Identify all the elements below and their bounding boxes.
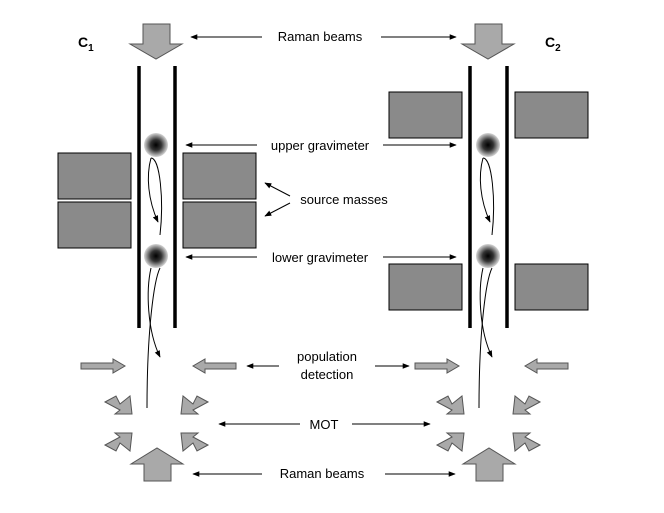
source-mass-c1-left-upper — [57, 152, 132, 200]
atom-cloud-c2-lower — [476, 244, 500, 268]
mot-beam-c1-upper-right — [180, 395, 210, 415]
mot-beam-c1-lower-right — [180, 432, 210, 452]
atom-cloud-c1-lower — [144, 244, 168, 268]
trajectory-c1-lower — [147, 267, 161, 358]
trajectory-c2-upper-loop — [482, 157, 495, 236]
trajectory-c2-lower — [479, 267, 493, 358]
raman-beam-top-left — [128, 23, 184, 60]
raman-beam-bottom-right — [461, 447, 517, 482]
source-mass-c2-right-upper — [514, 91, 589, 139]
mot-beam-c2-lower-right — [512, 432, 542, 452]
mot-beam-c2-upper-right — [512, 395, 542, 415]
mot-beam-c2-lower-left — [435, 432, 465, 452]
source-mass-c2-left-lower — [388, 263, 463, 311]
population-detection-label-line1: population — [297, 349, 357, 364]
trajectory-c1-upper — [147, 157, 159, 223]
source-mass-c1-right-upper — [182, 152, 257, 200]
population-detection-label-line2: detection — [301, 367, 354, 382]
source-mass-c2-left-upper — [388, 91, 463, 139]
config-c2-label: C2 — [545, 34, 561, 54]
mot-beam-c2-upper-left — [435, 395, 465, 415]
trajectory-c1-upper-loop — [150, 157, 163, 236]
upper-gravimeter-label: upper gravimeter — [271, 138, 370, 153]
pointer-source-masses-lower — [264, 202, 291, 217]
raman-beam-top-right — [460, 23, 516, 60]
trajectory-c2-upper — [479, 157, 491, 223]
pointer-source-masses-upper — [264, 182, 291, 197]
source-mass-c1-left-lower — [57, 201, 132, 249]
detection-beam-c1-out — [192, 358, 237, 374]
lower-gravimeter-label: lower gravimeter — [272, 250, 369, 265]
detection-beam-c1-in — [80, 358, 126, 374]
raman-beam-bottom-left — [129, 447, 185, 482]
raman-beams-bottom-label: Raman beams — [280, 466, 365, 481]
detection-beam-c2-in — [414, 358, 460, 374]
trajectory-c1-lower-loop — [146, 267, 161, 409]
atom-cloud-c2-upper — [476, 133, 500, 157]
mot-label: MOT — [310, 417, 339, 432]
detection-beam-c2-out — [524, 358, 569, 374]
atom-cloud-c1-upper — [144, 133, 168, 157]
raman-beams-top-label: Raman beams — [278, 29, 363, 44]
source-masses-label: source masses — [300, 192, 388, 207]
mot-beam-c1-upper-left — [103, 395, 133, 415]
source-mass-c2-right-lower — [514, 263, 589, 311]
mot-beam-c1-lower-left — [103, 432, 133, 452]
source-mass-c1-right-lower — [182, 201, 257, 249]
trajectory-c2-lower-loop — [478, 267, 493, 409]
config-c1-label: C1 — [78, 34, 94, 54]
